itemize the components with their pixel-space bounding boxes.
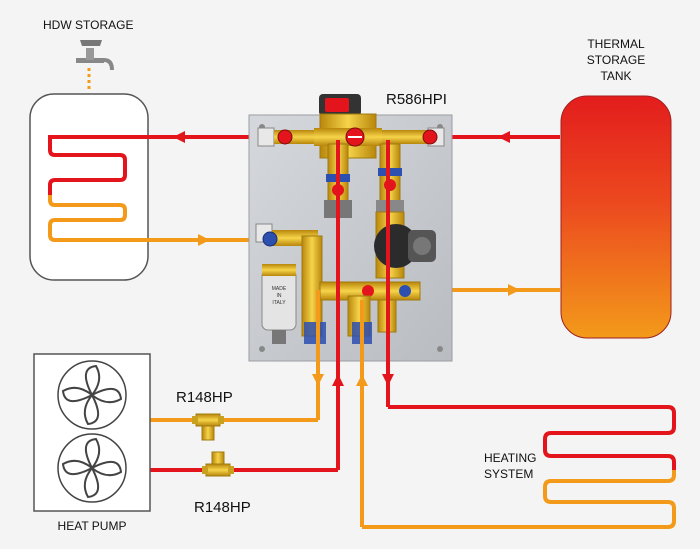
heat-pump-unit	[33, 353, 151, 512]
fan-icon	[57, 433, 127, 503]
heating-coil-hot	[388, 405, 676, 470]
fan-icon	[57, 360, 127, 430]
thermal-label-line3: TANK	[600, 69, 631, 83]
thermal-label-line1: THERMAL	[587, 37, 645, 51]
faucet-icon	[76, 40, 114, 90]
flow-arrow-icon	[173, 131, 185, 143]
heating-label-line1: HEATING	[484, 451, 536, 465]
made-in-label-1: MADE	[272, 286, 287, 292]
made-in-label-3: ITALY	[272, 300, 286, 306]
module-r586hpi: MADE IN ITALY	[248, 94, 453, 362]
flow-arrow-icon	[356, 374, 368, 386]
flow-arrow-icon	[312, 374, 324, 386]
valve-top-label: R148HP	[176, 389, 233, 406]
flow-arrow-icon	[508, 284, 520, 296]
flow-arrow-icon	[382, 374, 394, 386]
valve-icon	[192, 413, 224, 441]
module-label: R586HPI	[386, 91, 447, 108]
thermal-label-line2: STORAGE	[587, 53, 645, 67]
heat-pump-label: HEAT PUMP	[58, 519, 127, 533]
made-in-label-2: IN	[277, 293, 282, 299]
hdw-storage-label: HDW STORAGE	[43, 18, 133, 32]
hdw-storage-tank	[29, 93, 149, 281]
hdw-coil-hot	[48, 135, 255, 195]
heating-label-line2: SYSTEM	[484, 467, 533, 481]
heating-coil-warm	[362, 470, 676, 529]
thermal-storage-tank	[560, 95, 672, 339]
valve-bottom-label: R148HP	[194, 499, 251, 516]
valve-icon	[202, 451, 234, 477]
flow-arrow-icon	[198, 234, 210, 246]
flow-arrow-icon	[332, 374, 344, 386]
flow-arrow-icon	[498, 131, 510, 143]
hdw-coil-warm	[48, 195, 255, 242]
